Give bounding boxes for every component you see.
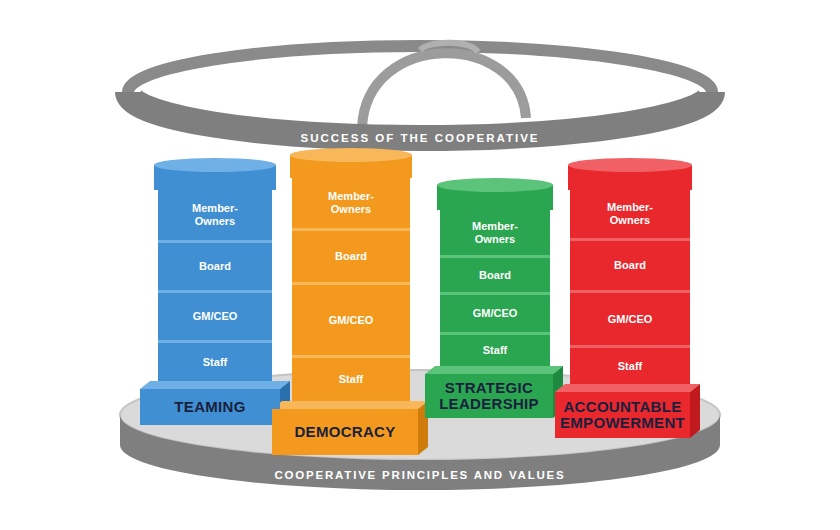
pillar-name: TEAMING <box>174 399 245 415</box>
role-label: Member-Owners <box>597 201 663 226</box>
column-cap-top <box>290 148 412 162</box>
role-label: Staff <box>618 360 642 373</box>
column-segment: Staff <box>158 340 272 381</box>
role-label: Board <box>614 259 646 272</box>
base-top <box>425 366 563 374</box>
role-label: GM/CEO <box>193 310 238 323</box>
column-segment: Staff <box>292 355 410 401</box>
column-cap-top <box>437 178 553 192</box>
pillar-name: DEMOCRACY <box>294 424 395 440</box>
dome-arch <box>362 53 526 128</box>
band-text: SUCCESS OF THE COOPERATIVE <box>300 132 539 144</box>
column-segment: Member-Owners <box>292 178 410 228</box>
dome-ring-front <box>128 92 712 138</box>
column-segment: Member-Owners <box>158 190 272 240</box>
pillar-name: ACCOUNTABLE EMPOWERMENT <box>560 399 685 431</box>
role-label: Staff <box>203 356 227 369</box>
band-label: SUCCESS OF THE COOPERATIVE <box>250 130 590 146</box>
column-segment: GM/CEO <box>158 290 272 340</box>
role-label: Board <box>199 260 231 273</box>
role-label: Member-Owners <box>182 202 248 227</box>
role-label: Board <box>479 269 511 282</box>
base-top <box>272 401 428 409</box>
pillar-name: STRATEGIC LEADERSHIP <box>430 380 548 412</box>
role-label: Staff <box>339 373 363 386</box>
column-segment: Board <box>158 240 272 290</box>
role-label: GM/CEO <box>329 314 374 327</box>
column-cap-top <box>568 158 692 172</box>
column-segment: Staff <box>570 345 690 384</box>
pillar-base: DEMOCRACY <box>272 409 418 455</box>
column-segment: Board <box>570 238 690 290</box>
band-label: COOPERATIVE PRINCIPLES AND VALUES <box>250 467 590 483</box>
base-top <box>555 384 700 392</box>
column-segment: Staff <box>440 332 550 366</box>
base-top <box>140 381 290 389</box>
column-segment: Member-Owners <box>440 210 550 255</box>
role-label: GM/CEO <box>608 313 653 326</box>
band-text: COOPERATIVE PRINCIPLES AND VALUES <box>274 469 565 481</box>
role-label: Staff <box>483 344 507 357</box>
role-label: GM/CEO <box>473 307 518 320</box>
column-segment: GM/CEO <box>440 292 550 332</box>
pillar-base: ACCOUNTABLE EMPOWERMENT <box>555 392 690 438</box>
column-segment: Board <box>440 255 550 292</box>
dome-arch-top <box>420 43 478 52</box>
role-label: Member-Owners <box>318 190 384 215</box>
column-segment: GM/CEO <box>570 290 690 345</box>
role-label: Board <box>335 250 367 263</box>
column-cap-top <box>154 158 276 172</box>
column-segment: GM/CEO <box>292 282 410 355</box>
pillar-base: TEAMING <box>140 389 280 425</box>
base-side <box>690 384 700 438</box>
role-label: Member-Owners <box>462 220 528 245</box>
pillar-base: STRATEGIC LEADERSHIP <box>425 374 553 418</box>
column-segment: Member-Owners <box>570 190 690 238</box>
column-segment: Board <box>292 228 410 282</box>
